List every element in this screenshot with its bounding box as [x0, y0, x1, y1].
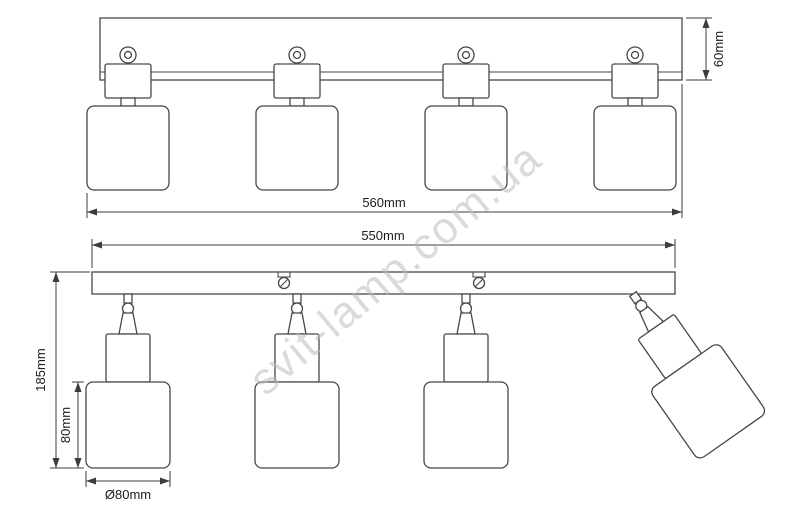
screw-slot-2 — [472, 272, 486, 290]
dim-60-arrow-top — [702, 18, 710, 28]
dim-60-arrow-bottom — [702, 70, 710, 80]
dim-dia80-arrow-left — [86, 477, 96, 485]
dimension-80: 80mm — [58, 381, 84, 468]
dimension-dia-80: Ø80mm — [85, 471, 171, 502]
mounting-bar-top-view — [99, 17, 683, 81]
dim-185-label: 185mm — [33, 348, 48, 391]
dimension-550: 550mm — [91, 228, 676, 268]
dim-550-arrow-right — [665, 241, 675, 249]
dim-185-arrow-bottom — [52, 458, 60, 468]
dim-550-label: 550mm — [361, 228, 404, 243]
screw-slot-1 — [277, 272, 291, 290]
dim-60-label: 60mm — [711, 31, 726, 67]
mounting-bar-front-view — [91, 271, 676, 295]
screw-slot-line — [475, 279, 483, 287]
spot-lamp-4-front-tilted — [597, 269, 768, 462]
top-view: 560mm 60mm — [86, 17, 726, 218]
dim-dia80-arrow-right — [160, 477, 170, 485]
spot-lamp-1-front — [85, 293, 171, 469]
front-view: 550mm — [33, 228, 768, 502]
spot-lamp-3-front — [423, 293, 509, 469]
dim-560-arrow-left — [87, 208, 97, 216]
dim-80-arrow-bottom — [74, 458, 82, 468]
dim-185-arrow-top — [52, 272, 60, 282]
dim-560-label: 560mm — [362, 195, 405, 210]
dim-dia80-label: Ø80mm — [105, 487, 151, 502]
dimension-185: 185mm — [33, 271, 90, 469]
dim-550-arrow-left — [92, 241, 102, 249]
dimension-560: 560mm — [86, 84, 683, 218]
dim-80-label: 80mm — [58, 407, 73, 443]
dim-560-arrow-right — [672, 208, 682, 216]
dimension-60: 60mm — [686, 17, 726, 81]
screw-slot-line — [280, 279, 288, 287]
dim-80-arrow-top — [74, 382, 82, 392]
